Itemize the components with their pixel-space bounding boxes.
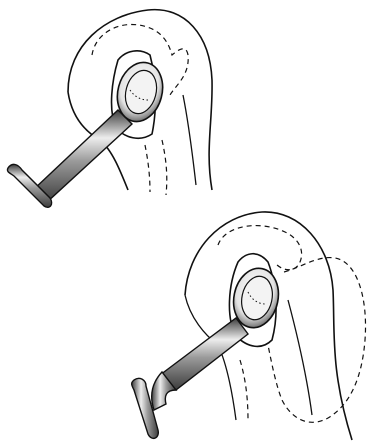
bottom-dashed-contour-2 [240,360,248,420]
bottom-retractor-shaft [160,318,248,390]
top-retractor-shaft [33,110,132,203]
bottom-inner-line [288,300,312,415]
bottom-panel [132,212,366,440]
top-dashed-contour-3 [162,140,167,195]
top-panel [7,10,212,208]
bottom-dashed-extended [268,258,366,423]
top-dashed-contour-2 [145,145,150,192]
top-inner-line [183,95,196,185]
